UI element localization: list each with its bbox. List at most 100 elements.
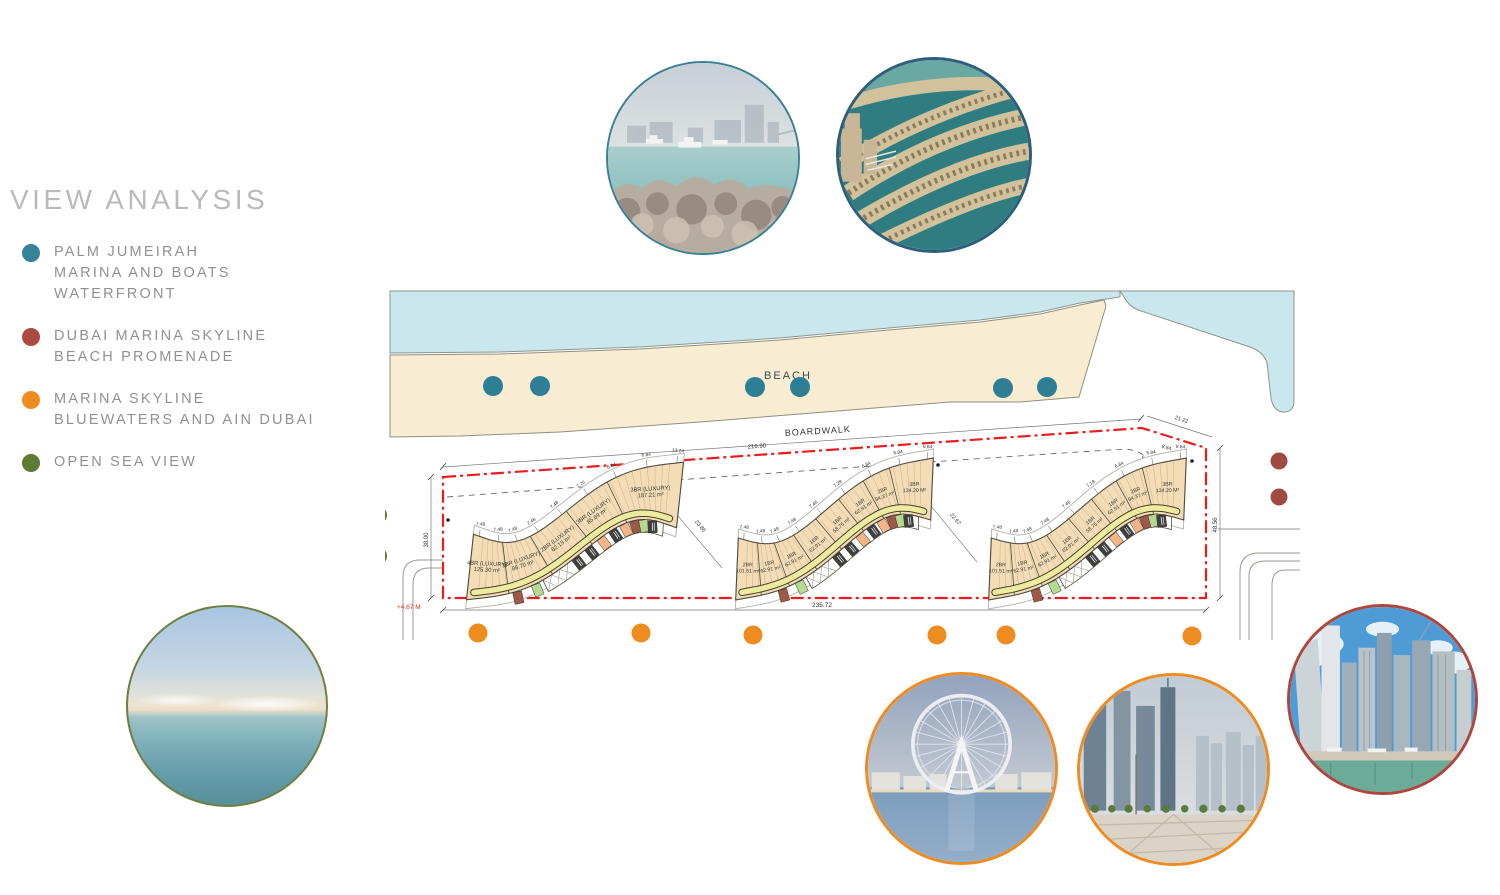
- dim-tick: [439, 606, 447, 614]
- bay-dimension: 6.84: [606, 462, 617, 471]
- legend-dot-red: [22, 328, 40, 346]
- minor-divider: [1013, 543, 1019, 588]
- core-detail: [872, 526, 879, 534]
- bay-dimension: 7.48: [992, 524, 1002, 530]
- brace-line: [548, 575, 552, 592]
- wheel-a-frame: [944, 734, 979, 792]
- wheel-spoke: [914, 731, 962, 745]
- bay-dimension: 7.48: [787, 516, 798, 527]
- minor-divider: [557, 517, 580, 546]
- brace-line: [811, 572, 815, 589]
- dim-tick: [1216, 444, 1224, 452]
- brace-line: [813, 571, 830, 578]
- minor-divider: [1059, 525, 1081, 553]
- minor-divider: [478, 537, 484, 592]
- minor-divider: [1118, 479, 1136, 512]
- legend-line: BEACH PROMENADE: [54, 349, 235, 365]
- minor-divider: [999, 540, 1001, 592]
- viewpoint-dot-teal: [790, 377, 810, 397]
- minor-divider: [497, 541, 500, 589]
- skyline-towers: [1293, 610, 1472, 755]
- minor-divider: [852, 487, 873, 517]
- minor-divider: [1131, 472, 1146, 509]
- minor-divider: [1111, 483, 1131, 514]
- bay-dim-tick: [479, 529, 481, 537]
- minor-divider: [660, 464, 663, 516]
- wheel-spoke: [961, 697, 975, 745]
- minor-divider: [772, 543, 786, 581]
- legend-label: OPEN SEA VIEW: [54, 452, 197, 473]
- bay-dimension: 7.48: [1061, 499, 1072, 510]
- core-detail: [589, 549, 595, 556]
- minor-divider: [1054, 529, 1076, 557]
- viewpoint-dot-red: [1270, 452, 1288, 470]
- waterfront-deck: [1290, 751, 1475, 761]
- ain-dubai-photo: [865, 672, 1058, 865]
- palm-marina-image: [608, 63, 798, 253]
- brace-line: [1073, 566, 1075, 583]
- minor-divider: [1087, 502, 1109, 529]
- core-detail: [576, 559, 582, 567]
- bay-dim-tick: [514, 534, 518, 542]
- legend-label: DUBAI MARINA SKYLINE BEACH PROMENADE: [54, 326, 267, 368]
- minor-divider: [540, 530, 562, 560]
- minor-divider: [781, 540, 799, 574]
- corridor: [992, 505, 1180, 596]
- dimension-top-right-diagonal: 21.22: [1174, 415, 1189, 425]
- legend-item-open-sea: OPEN SEA VIEW: [22, 452, 352, 473]
- core-box-o: [876, 517, 892, 534]
- minor-divider: [885, 469, 897, 508]
- marina-towers-photo: [1077, 673, 1270, 866]
- marina-skyline-image: [1290, 607, 1475, 792]
- wheel-spoke: [961, 743, 997, 779]
- legend-line: MARINA AND BOATS: [54, 265, 231, 281]
- viewpoint-dot-red: [1270, 488, 1288, 506]
- dimension-corner-a: 8.84: [1161, 444, 1172, 453]
- bay-dim-tick: [1121, 469, 1125, 477]
- unit-label: 2BR101.51 m²: [989, 562, 1013, 575]
- minor-divider: [1065, 521, 1087, 548]
- minor-divider: [760, 543, 766, 588]
- unit-label: 1BR62.91 m²: [1012, 559, 1035, 575]
- bay-dimension: 7.48: [1022, 526, 1033, 535]
- ain-dubai-image: [868, 675, 1055, 862]
- minor-divider: [529, 536, 549, 569]
- minor-divider: [1093, 497, 1115, 525]
- wheel-spoke: [961, 701, 987, 745]
- brace-line: [820, 566, 822, 583]
- core-detail: [850, 544, 857, 551]
- wheel-spoke: [926, 709, 962, 745]
- corridor: [471, 510, 673, 596]
- view-points-layer: [385, 376, 1288, 646]
- minor-divider: [806, 525, 828, 553]
- bay-dimension: 7.48: [756, 528, 766, 535]
- minor-divider: [639, 468, 646, 513]
- minor-divider: [665, 463, 670, 517]
- minor-divider: [834, 502, 856, 529]
- minor-divider: [602, 484, 621, 518]
- minor-divider: [1017, 543, 1026, 586]
- minor-divider: [505, 542, 515, 585]
- minor-divider: [519, 540, 536, 577]
- bay-dimension: 7.48: [508, 525, 519, 534]
- core-detail: [848, 545, 855, 553]
- core-detail: [578, 558, 584, 565]
- brace-line: [551, 574, 567, 581]
- minor-divider: [654, 465, 656, 515]
- bay-dim-tick: [1093, 487, 1099, 494]
- minor-divider: [751, 541, 753, 590]
- core-detail: [836, 556, 843, 563]
- core-box-o: [596, 535, 612, 551]
- legend-line: PALM JUMEIRAH: [54, 244, 200, 260]
- bay-dimension: 7.48: [1040, 516, 1051, 527]
- page-title: VIEW ANALYSIS: [10, 184, 269, 215]
- brace-line: [805, 576, 821, 584]
- core-detail: [614, 530, 620, 538]
- minor-divider: [1025, 543, 1039, 581]
- viewpoint-dot-orange: [927, 625, 947, 645]
- minor-divider: [892, 466, 902, 508]
- palm-aerial-image: [839, 60, 1029, 250]
- unit-label: 1BR62.91 m²: [759, 559, 782, 575]
- wheel-spoke: [926, 743, 962, 779]
